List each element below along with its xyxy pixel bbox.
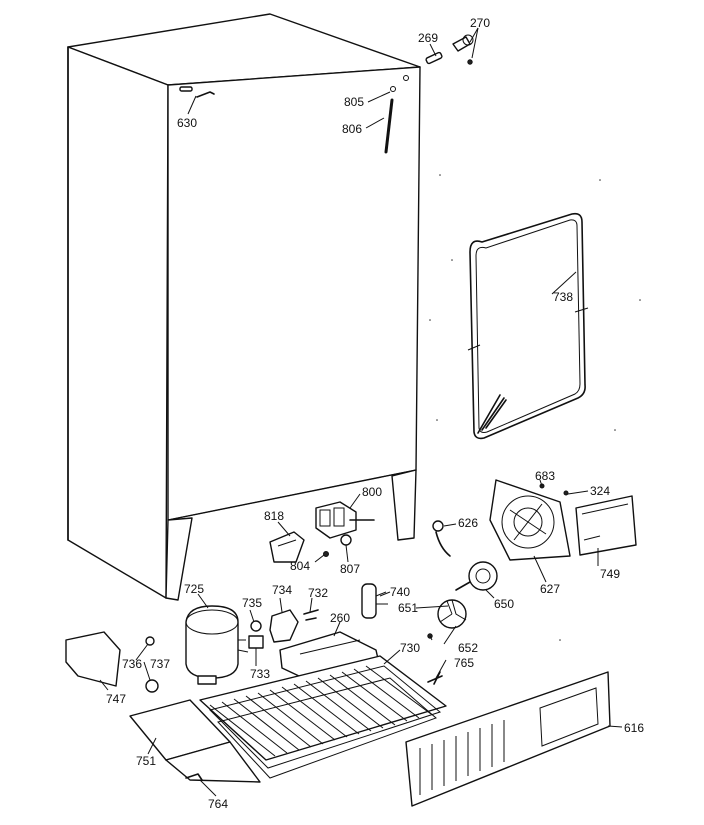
callout-732: 732 [308,586,328,600]
water-valve [269,501,375,563]
callout-labels: 269 270 630 805 806 738 683 324 800 818 … [106,16,644,811]
callout-260: 260 [330,611,350,625]
callout-764: 764 [208,797,228,811]
callout-651: 651 [398,601,418,615]
condenser-coil [199,655,447,779]
callout-800: 800 [362,485,382,499]
callout-652: 652 [458,641,478,655]
callout-805: 805 [344,95,364,109]
callout-738: 738 [553,290,573,304]
callout-725: 725 [184,582,204,596]
callout-730: 730 [400,641,420,655]
rear-grille [405,671,611,807]
part-269-270 [425,34,474,65]
callout-626: 626 [458,516,478,530]
callout-747: 747 [106,692,126,706]
leader-lines [99,27,623,797]
callout-737: 737 [150,657,170,671]
callout-630: 630 [177,116,197,130]
door-gasket [467,212,589,440]
callout-269: 269 [418,31,438,45]
callout-735: 735 [242,596,262,610]
callout-733: 733 [250,667,270,681]
fan-motor [427,561,498,639]
callout-650: 650 [494,597,514,611]
callout-806: 806 [342,122,362,136]
callout-749: 749 [600,567,620,581]
callout-734: 734 [272,583,292,597]
callout-324: 324 [590,484,610,498]
base-plate [129,699,261,783]
callout-818: 818 [264,509,284,523]
callout-765: 765 [454,656,474,670]
callout-751: 751 [136,754,156,768]
fan-shroud [489,479,571,561]
cabinet [67,13,421,601]
callout-683: 683 [535,469,555,483]
callout-807: 807 [340,562,360,576]
part-765 [427,671,443,685]
callout-740: 740 [390,585,410,599]
tube-626 [432,520,451,557]
callout-627: 627 [540,582,560,596]
part-764 [185,773,203,781]
callout-804: 804 [290,559,310,573]
control-board-749 [575,495,637,556]
callout-270: 270 [470,16,490,30]
relay-parts [248,609,319,649]
left-brackets [65,631,159,693]
capacitor-740 [361,583,388,619]
compressor [185,605,249,685]
callout-736: 736 [122,657,142,671]
callout-616: 616 [624,721,644,735]
